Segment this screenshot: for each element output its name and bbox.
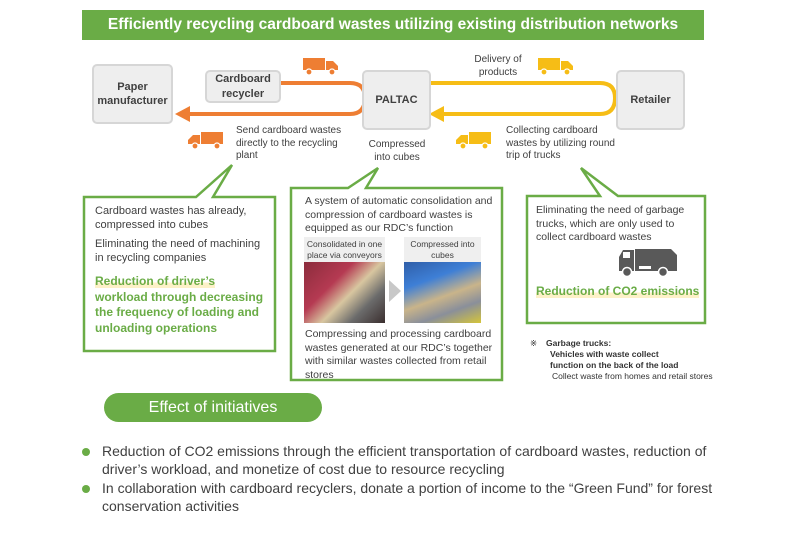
truck-icon xyxy=(303,58,338,76)
footnote-line3: Collect waste from homes and retail stor… xyxy=(552,371,713,382)
label-delivery: Delivery of products xyxy=(474,54,522,78)
footnote-line2: function on the back of the load xyxy=(550,360,679,371)
callout-right-text: Eliminating the need of garbage trucks, … xyxy=(536,204,685,244)
bullet-dot-icon xyxy=(82,485,90,493)
truck-icon xyxy=(456,132,491,150)
photo-conveyor-image xyxy=(304,262,385,324)
footnote-line1: Vehicles with waste collect xyxy=(550,349,659,360)
callout-left-border xyxy=(82,164,277,353)
effects-list: Reduction of CO2 emissions through the e… xyxy=(82,443,722,515)
callout-right: Eliminating the need of garbage trucks, … xyxy=(536,204,701,245)
callout-middle-bottom: Compressing and processing cardboard was… xyxy=(305,328,495,383)
photo-caption: Consolidated in one place via conveyors xyxy=(304,237,385,263)
callout-left-line1: Cardboard wastes has already, compressed… xyxy=(95,205,247,232)
truck-icon xyxy=(188,132,223,150)
label-collecting: Collecting cardboard wastes by utilizing… xyxy=(506,125,615,161)
bullet-dot-icon xyxy=(82,448,90,456)
label-send-wastes: Send cardboard wastes directly to the re… xyxy=(236,125,342,161)
label-compressed: Compressed into cubes xyxy=(368,139,426,163)
callout-right-highlight: Reduction of CO2 emissions xyxy=(536,284,701,300)
photo-consolidated: Consolidated in one place via conveyors xyxy=(304,237,385,324)
effects-item: Reduction of CO2 emissions through the e… xyxy=(82,443,722,478)
yellow-flow-arrow xyxy=(429,81,618,116)
arrow-right-icon xyxy=(389,280,401,302)
node-label: Paper manufacturer xyxy=(97,80,168,107)
callout-left-highlight: Reduction of driver’s workload through d… xyxy=(95,274,269,336)
callout-left: Cardboard wastes has already, compressed… xyxy=(95,204,269,337)
callout-middle-intro: A system of automatic consolidation and … xyxy=(305,195,493,235)
callout-right-highlight-text: Reduction of CO2 emissions xyxy=(536,284,700,298)
callout-left-highlight-first: Reduction of driver’s xyxy=(95,274,216,289)
footnote: Garbage trucks: Vehicles with waste coll… xyxy=(546,338,716,382)
photo-compressed: Compressed into cubes xyxy=(404,237,481,324)
node-label: PALTAC xyxy=(375,93,418,106)
callout-left-line2: Eliminating the need of machining in rec… xyxy=(95,237,261,264)
garbage-truck-icon xyxy=(619,249,677,278)
yellow-arrowhead xyxy=(429,106,444,122)
node-cardboard-recycler: Cardboard recycler xyxy=(205,70,281,103)
node-paper-manufacturer: Paper manufacturer xyxy=(92,64,173,124)
photo-compressor-image xyxy=(404,262,481,324)
node-label: Retailer xyxy=(630,93,671,106)
photo-caption: Compressed into cubes xyxy=(404,237,481,263)
node-label: Cardboard recycler xyxy=(215,73,271,100)
callout-left-highlight-rest: workload through decreasing the frequenc… xyxy=(95,289,264,335)
footnote-title: Garbage trucks: xyxy=(546,338,612,348)
title-banner: Efficiently recycling cardboard wastes u… xyxy=(82,10,704,40)
effects-item: In collaboration with cardboard recycler… xyxy=(82,480,722,515)
callout-middle-outro: Compressing and processing cardboard was… xyxy=(305,328,493,381)
node-paltac: PALTAC xyxy=(362,70,431,130)
truck-icon xyxy=(538,58,573,76)
footnote-mark: ※ xyxy=(530,338,538,348)
node-retailer: Retailer xyxy=(616,70,685,130)
callout-middle-border xyxy=(289,166,504,382)
effects-heading: Effect of initiatives xyxy=(104,393,322,422)
callout-middle: A system of automatic consolidation and … xyxy=(305,195,495,236)
orange-arrowhead xyxy=(175,106,190,122)
effects-item-text: In collaboration with cardboard recycler… xyxy=(102,480,713,514)
effects-item-text: Reduction of CO2 emissions through the e… xyxy=(102,443,707,477)
